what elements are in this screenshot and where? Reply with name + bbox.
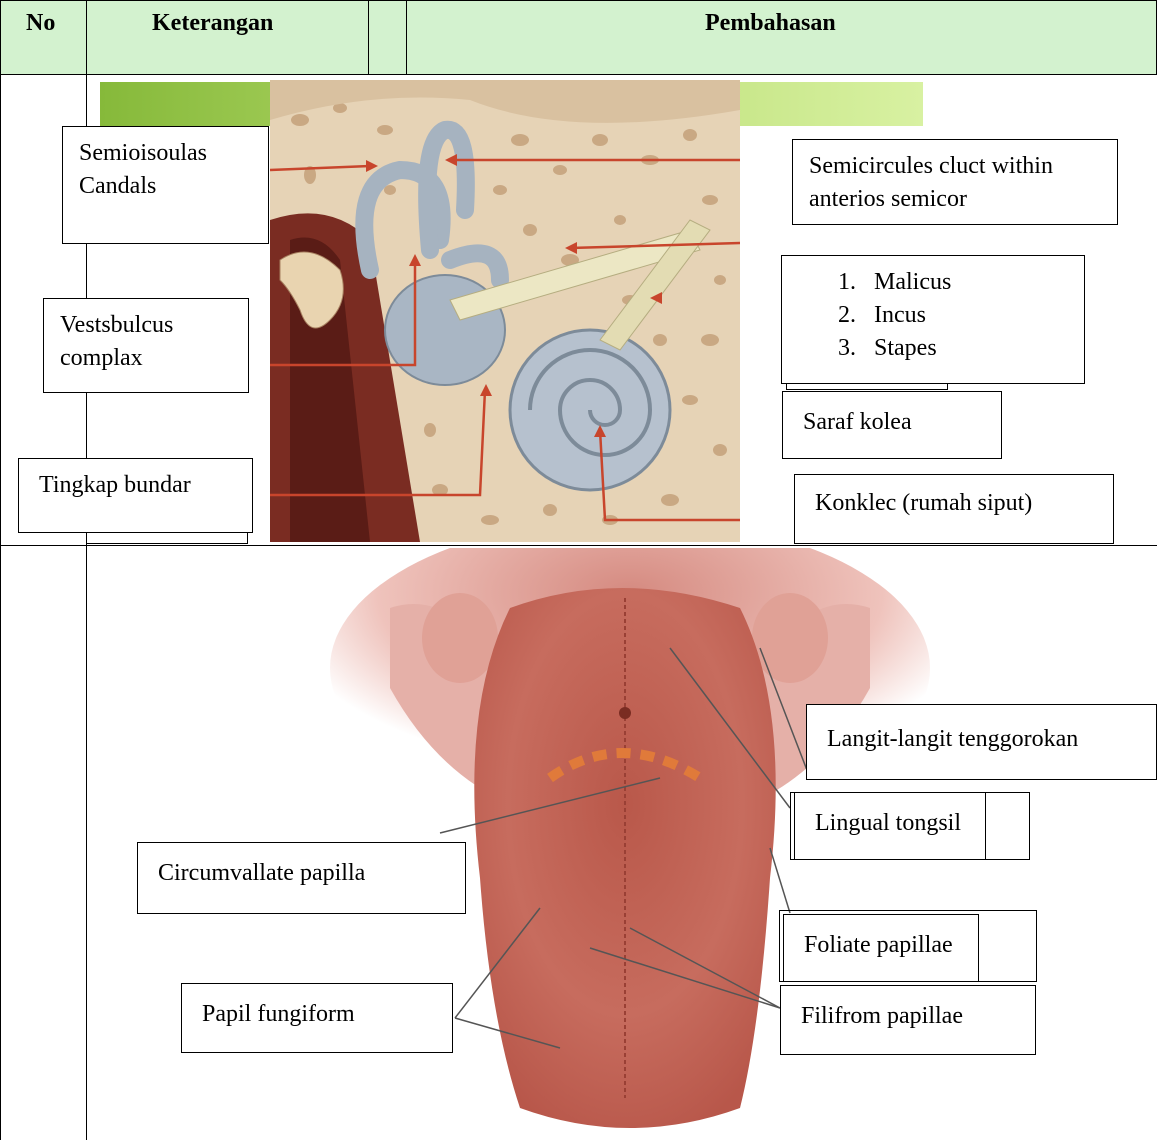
table-border-left xyxy=(0,0,1,1140)
inner-ear-illustration xyxy=(270,80,740,542)
table-border-top xyxy=(0,0,1157,1)
ossicle-item: Malicus xyxy=(862,266,1084,299)
ossicle-item: Incus xyxy=(862,299,1084,332)
label-lingual-tonsil: Lingual tongsil xyxy=(794,792,986,860)
label-filiform: Filifrom papillae xyxy=(780,985,1036,1055)
label-circumvallate: Circumvallate papilla xyxy=(137,842,466,914)
label-ossicles: Malicus Incus Stapes xyxy=(781,255,1085,384)
label-foliate: Foliate papillae xyxy=(783,914,979,982)
header-no: No xyxy=(26,10,55,37)
label-round-window: Tingkap bundar xyxy=(18,458,253,533)
label-cochlear-nerve: Saraf kolea xyxy=(782,391,1002,459)
label-vestibular-complex: Vestsbulcus complax xyxy=(43,298,249,393)
table-column-divider-2 xyxy=(368,0,369,74)
label-palatine: Langit-langit tenggorokan xyxy=(806,704,1157,780)
header-keterangan: Keterangan xyxy=(152,10,273,37)
label-cochlea: Konklec (rumah siput) xyxy=(794,474,1114,544)
table-row-divider xyxy=(0,545,1157,546)
label-semicircular-duct: Semicircules cluct within anterios semic… xyxy=(792,139,1118,225)
header-pembahasan: Pembahasan xyxy=(705,10,836,37)
ossicle-item: Stapes xyxy=(862,332,1084,365)
label-semicircular-canals: Semioisoulas Candals xyxy=(62,126,269,244)
label-fungiform: Papil fungiform xyxy=(181,983,453,1053)
table-header-divider xyxy=(0,74,1157,75)
table-column-divider-3 xyxy=(406,0,407,74)
